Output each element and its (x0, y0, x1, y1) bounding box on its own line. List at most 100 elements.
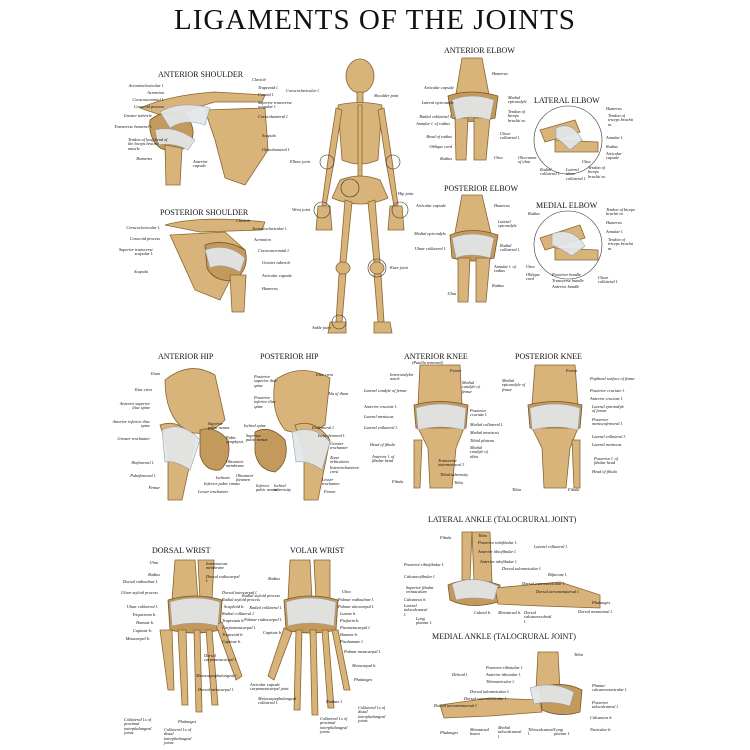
label-ma-long-plantar: Long plantar l. (554, 727, 570, 737)
label-vw-radial-styloid: Radial styloid process (241, 593, 280, 598)
section-anterior-elbow: ANTERIOR ELBOW (444, 46, 515, 55)
label-vw-phalanges: Phalanges (354, 677, 373, 682)
label-pk-lateral-meniscus: Lateral meniscus (592, 442, 622, 447)
label-la-dorsal-talonavicular: Dorsal talonavicular l. (502, 566, 542, 571)
label-ah-asis: Anterior superior iliac spine (119, 401, 150, 411)
label-le-ulna: Ulna (582, 159, 591, 164)
label-vw-palmar-radioulnar: Palmar radioulnar l. (338, 597, 374, 602)
label-as-coracoacromial: Coracoacromial l. (132, 97, 164, 102)
label-la-anterior-talofibular: Anterior talofibular l. (480, 559, 518, 564)
label-vw-ulna: Ulna (342, 589, 351, 594)
label-pk-lateral-collateral: Lateral collateral l. (592, 434, 626, 439)
medial-ankle-illustration (439, 651, 583, 719)
label-dw-dorsal-radioulnar: Dorsal radioulnar l. (123, 579, 158, 584)
label-ph-zona-orbicularis: Zona orbicularis (330, 455, 350, 465)
label-ak-medial-collateral: Medial collateral l. (470, 422, 504, 427)
label-ak-femur: Femur (450, 368, 462, 373)
label-ak-head-fibula: Head of fibula (370, 442, 395, 447)
label-ps-articular-capsule: Articular capsule (262, 273, 292, 278)
label-le-humerus: Humerus (606, 106, 622, 111)
label-ae-radius: Radius (440, 156, 452, 161)
label-ak-pcl: Posterior cruciate l. (470, 408, 488, 418)
label-me-posterior-bundle: Posterior bundle (552, 272, 582, 277)
label-ma-medial-talocalcaneal: Medial talocalcaneal l. (498, 725, 522, 739)
label-ps-humerus: Humerus (262, 286, 278, 291)
label-pe-radial-collateral: Radial collateral l. (500, 243, 521, 253)
label-ma-anterior-tibiotalar: Anterior tibiotalar l. (486, 672, 522, 677)
label-pk-head-fibula: Head of fibula (592, 469, 617, 474)
label-ah-lesser-trochanter: Lesser trochanter (198, 489, 229, 494)
label-le-articular-capsule: Articular capsule (606, 151, 622, 161)
label-me-transverse-bundle: Transverse bundle (552, 278, 584, 283)
label-as-anterior-capsule: Anterior capsule (193, 159, 208, 169)
label-ph-greater-trochanter: Greater trochanter (330, 441, 348, 451)
label-ps-acromioclavicular: Acromioclavicular l. (252, 226, 288, 231)
label-le-olecranon: Olecranon of ulna (518, 155, 537, 165)
label-ae-medial-epicondyle: Medial epicondyle (508, 95, 527, 105)
label-ak-medial-condyle-femur: Medial condyle of femur (462, 380, 480, 394)
label-ak-medial-condyle-tibia: Medial condyle of tibia (470, 445, 488, 459)
posterior-elbow-illustration (449, 194, 499, 303)
label-ph-femur: Femur (324, 489, 336, 494)
section-medial-elbow: MEDIAL ELBOW (536, 201, 598, 210)
label-ph-ischiofemoral: Ischiofemoral l. (318, 433, 346, 438)
label-me-ulnar-collateral: Ulnar collateral l. (598, 275, 619, 285)
label-la-posterior-tibiofibular: Posterior tibiofibular l. (404, 562, 445, 567)
label-ak-lateral-meniscus: Lateral meniscus (364, 414, 394, 419)
label-dw-ulnar-styloid: Ulnar styloid process (121, 590, 158, 595)
label-la-tibia: Tibia (478, 533, 487, 538)
label-ph-intertrochanteric-crest: Intertrochanteric crest (330, 465, 360, 475)
label-vw-capitate: Capitate b. (262, 630, 282, 635)
label-ah-pubic-symphysis: Pubic symphysis (226, 435, 244, 445)
label-ae-articular-capsule: Articular capsule (424, 85, 454, 90)
label-vw-radiate: Radiate l. (326, 699, 343, 704)
label-hip-joint: Hip joint (398, 191, 414, 196)
label-ak-intercondylar-notch: Intercondylar notch (390, 372, 414, 382)
label-pe-articular-capsule: Articular capsule (416, 203, 446, 208)
label-la-long-plantar: Long plantar l. (416, 616, 432, 626)
label-ma-dorsal-cuneonavicular: Dorsal cuneonavicular l. (464, 696, 508, 701)
label-ae-ulnar-collateral: Ulnar collateral l. (500, 131, 521, 141)
label-dw-hamate: Hamate b. (136, 620, 154, 625)
label-ah-iliac-crest: Iliac crest (134, 387, 152, 392)
label-le-radial-collateral: Radial collateral l. (540, 167, 561, 177)
label-as-conoid: Conoid l. (258, 92, 274, 97)
label-ak-acl: Anterior cruciate l. (364, 404, 398, 409)
label-dw-carpometacarpal: Carpometacarpal l. (222, 625, 256, 630)
label-vw-metacarpal: Metacarpal b. (352, 663, 377, 668)
label-ps-coracoacromial: Coracoacromial l. (258, 248, 290, 253)
label-pk-lateral-epicondyle: Lateral epicondyle of femur (592, 404, 625, 414)
label-ah-aiis: Anterior inferior iliac spine (112, 419, 150, 429)
label-ma-calcaneus: Calcaneus b. (590, 715, 613, 720)
label-ps-coracoclavicular: Coracoclavicular l. (126, 225, 160, 230)
label-la-phalanges: Phalanges (592, 600, 611, 605)
label-me-radius: Radius (528, 211, 540, 216)
label-vw-mcp-collateral: Metacarpophalangeal collateral l. (258, 696, 297, 706)
label-ae-radial-collateral: Radial collateral l. (419, 114, 452, 119)
volar-wrist-illustration (267, 559, 351, 716)
label-ph-ischial-spine: Ischial spine (244, 423, 266, 428)
label-dw-trapezoid: Trapezoid b. (222, 632, 244, 637)
label-as-humerus: Humerus (136, 156, 152, 161)
label-pk-posterior-meniscofemoral: Posterior meniscofemoral l. (592, 417, 623, 427)
label-dw-triquetrum: Triquetrum b. (132, 612, 156, 617)
label-vw-radius: Radius (268, 576, 280, 581)
label-le-radius: Radius (606, 144, 618, 149)
label-as-trapezoid: Trapezoid l. (258, 85, 279, 90)
label-ps-coracoid: Coracoid process (129, 236, 160, 241)
label-pe-medial-epicondyle: Medial epicondyle (414, 231, 446, 236)
label-ph-inferior-pubic-ramus: Inferior pubic ramus (256, 483, 278, 493)
label-ah-pubofemoral: Pubofemoral l. (130, 473, 156, 478)
label-pk-medial-epicondyle: Medial epicondyle of femur (502, 378, 526, 392)
label-ankle-joint: Ankle joint (312, 325, 331, 330)
label-vw-palmar-ulnocarpal: Palmar ulnocarpal l. (338, 604, 375, 609)
label-ah-superior-pubic-ramus: Superior pubic ramus (208, 421, 230, 431)
label-ps-acromion: Acromion (254, 237, 271, 242)
label-la-dorsal-metatarsal: Dorsal metatarsal l. (578, 609, 613, 614)
label-ah-iliofemoral: Iliofemoral l. (131, 460, 154, 465)
label-pk-tibia: Tibia (512, 487, 521, 492)
label-me-anterior-bundle: Anterior bundle (552, 284, 580, 289)
label-pe-annular: Annular l. of radius (494, 264, 516, 274)
label-ae-humerus: Humerus (492, 71, 508, 76)
